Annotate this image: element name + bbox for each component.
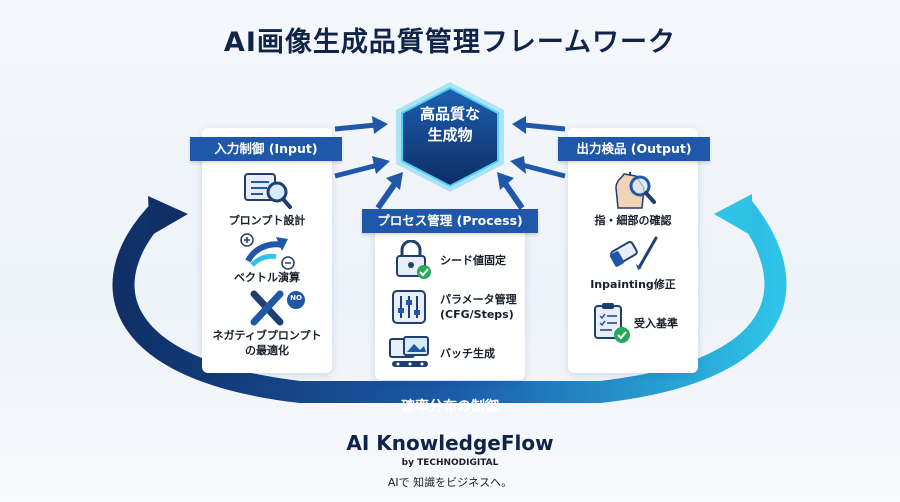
- process-item-seed: シード値固定: [440, 254, 506, 267]
- process-item-params-line2: (CFG/Steps): [440, 308, 514, 321]
- input-item-negative: ネガティブプロンプト の最適化: [202, 328, 332, 358]
- lock-icon: [396, 240, 431, 279]
- cycle-arc: [112, 194, 787, 403]
- process-item-params-line1: パラメータ管理: [440, 293, 517, 306]
- process-item-batch: バッチ生成: [440, 347, 495, 360]
- input-item-vector: ベクトル演算: [234, 271, 300, 284]
- process-item-params: パラメータ管理 (CFG/Steps): [440, 292, 517, 322]
- sliders-icon: [392, 290, 426, 324]
- input-panel: [202, 128, 332, 373]
- output-item-acceptance: 受入基準: [634, 317, 678, 330]
- brand-by: by TECHNODIGITAL: [401, 458, 499, 468]
- input-item-negative-line1: ネガティブプロンプト: [212, 329, 322, 342]
- input-arrows: [334, 116, 390, 179]
- process-header: プロセス管理 (Process): [362, 209, 538, 233]
- center-line2: 生成物: [427, 126, 473, 144]
- arc-head-right: [714, 194, 752, 236]
- hand-magnifier-icon: [615, 172, 656, 209]
- page-title: AI画像生成品質管理フレームワーク: [223, 27, 677, 58]
- output-header: 出力検品 (Output): [558, 137, 710, 161]
- center-line1: 高品質な: [419, 105, 480, 123]
- output-item-finger-check: 指・細部の確認: [594, 214, 672, 227]
- center-hexagon: [396, 82, 504, 192]
- input-item-negative-line2: の最適化: [245, 344, 289, 357]
- center-label: 高品質な 生成物: [401, 104, 499, 146]
- prompt-search-icon: [244, 173, 292, 209]
- eraser-brush-icon: [609, 236, 658, 270]
- no-badge: NO: [290, 294, 302, 302]
- checklist-icon: [594, 303, 630, 343]
- output-arrows: [510, 116, 566, 179]
- brand-name: AI KnowledgeFlow: [346, 431, 554, 455]
- input-item-prompt: プロンプト設計: [228, 214, 306, 227]
- output-item-inpainting: Inpainting修正: [590, 278, 676, 291]
- input-header: 入力制御 (Input): [190, 137, 342, 161]
- image-batch-icon: [389, 336, 429, 367]
- vector-arrow-icon: [240, 233, 295, 270]
- arc-head-left: [148, 196, 188, 236]
- brand-tagline: AIで 知識をビジネスへ。: [387, 476, 513, 489]
- cycle-label: 確率分布の制御: [401, 399, 499, 415]
- no-cross-icon: [250, 290, 305, 326]
- process-arrows: [375, 172, 525, 210]
